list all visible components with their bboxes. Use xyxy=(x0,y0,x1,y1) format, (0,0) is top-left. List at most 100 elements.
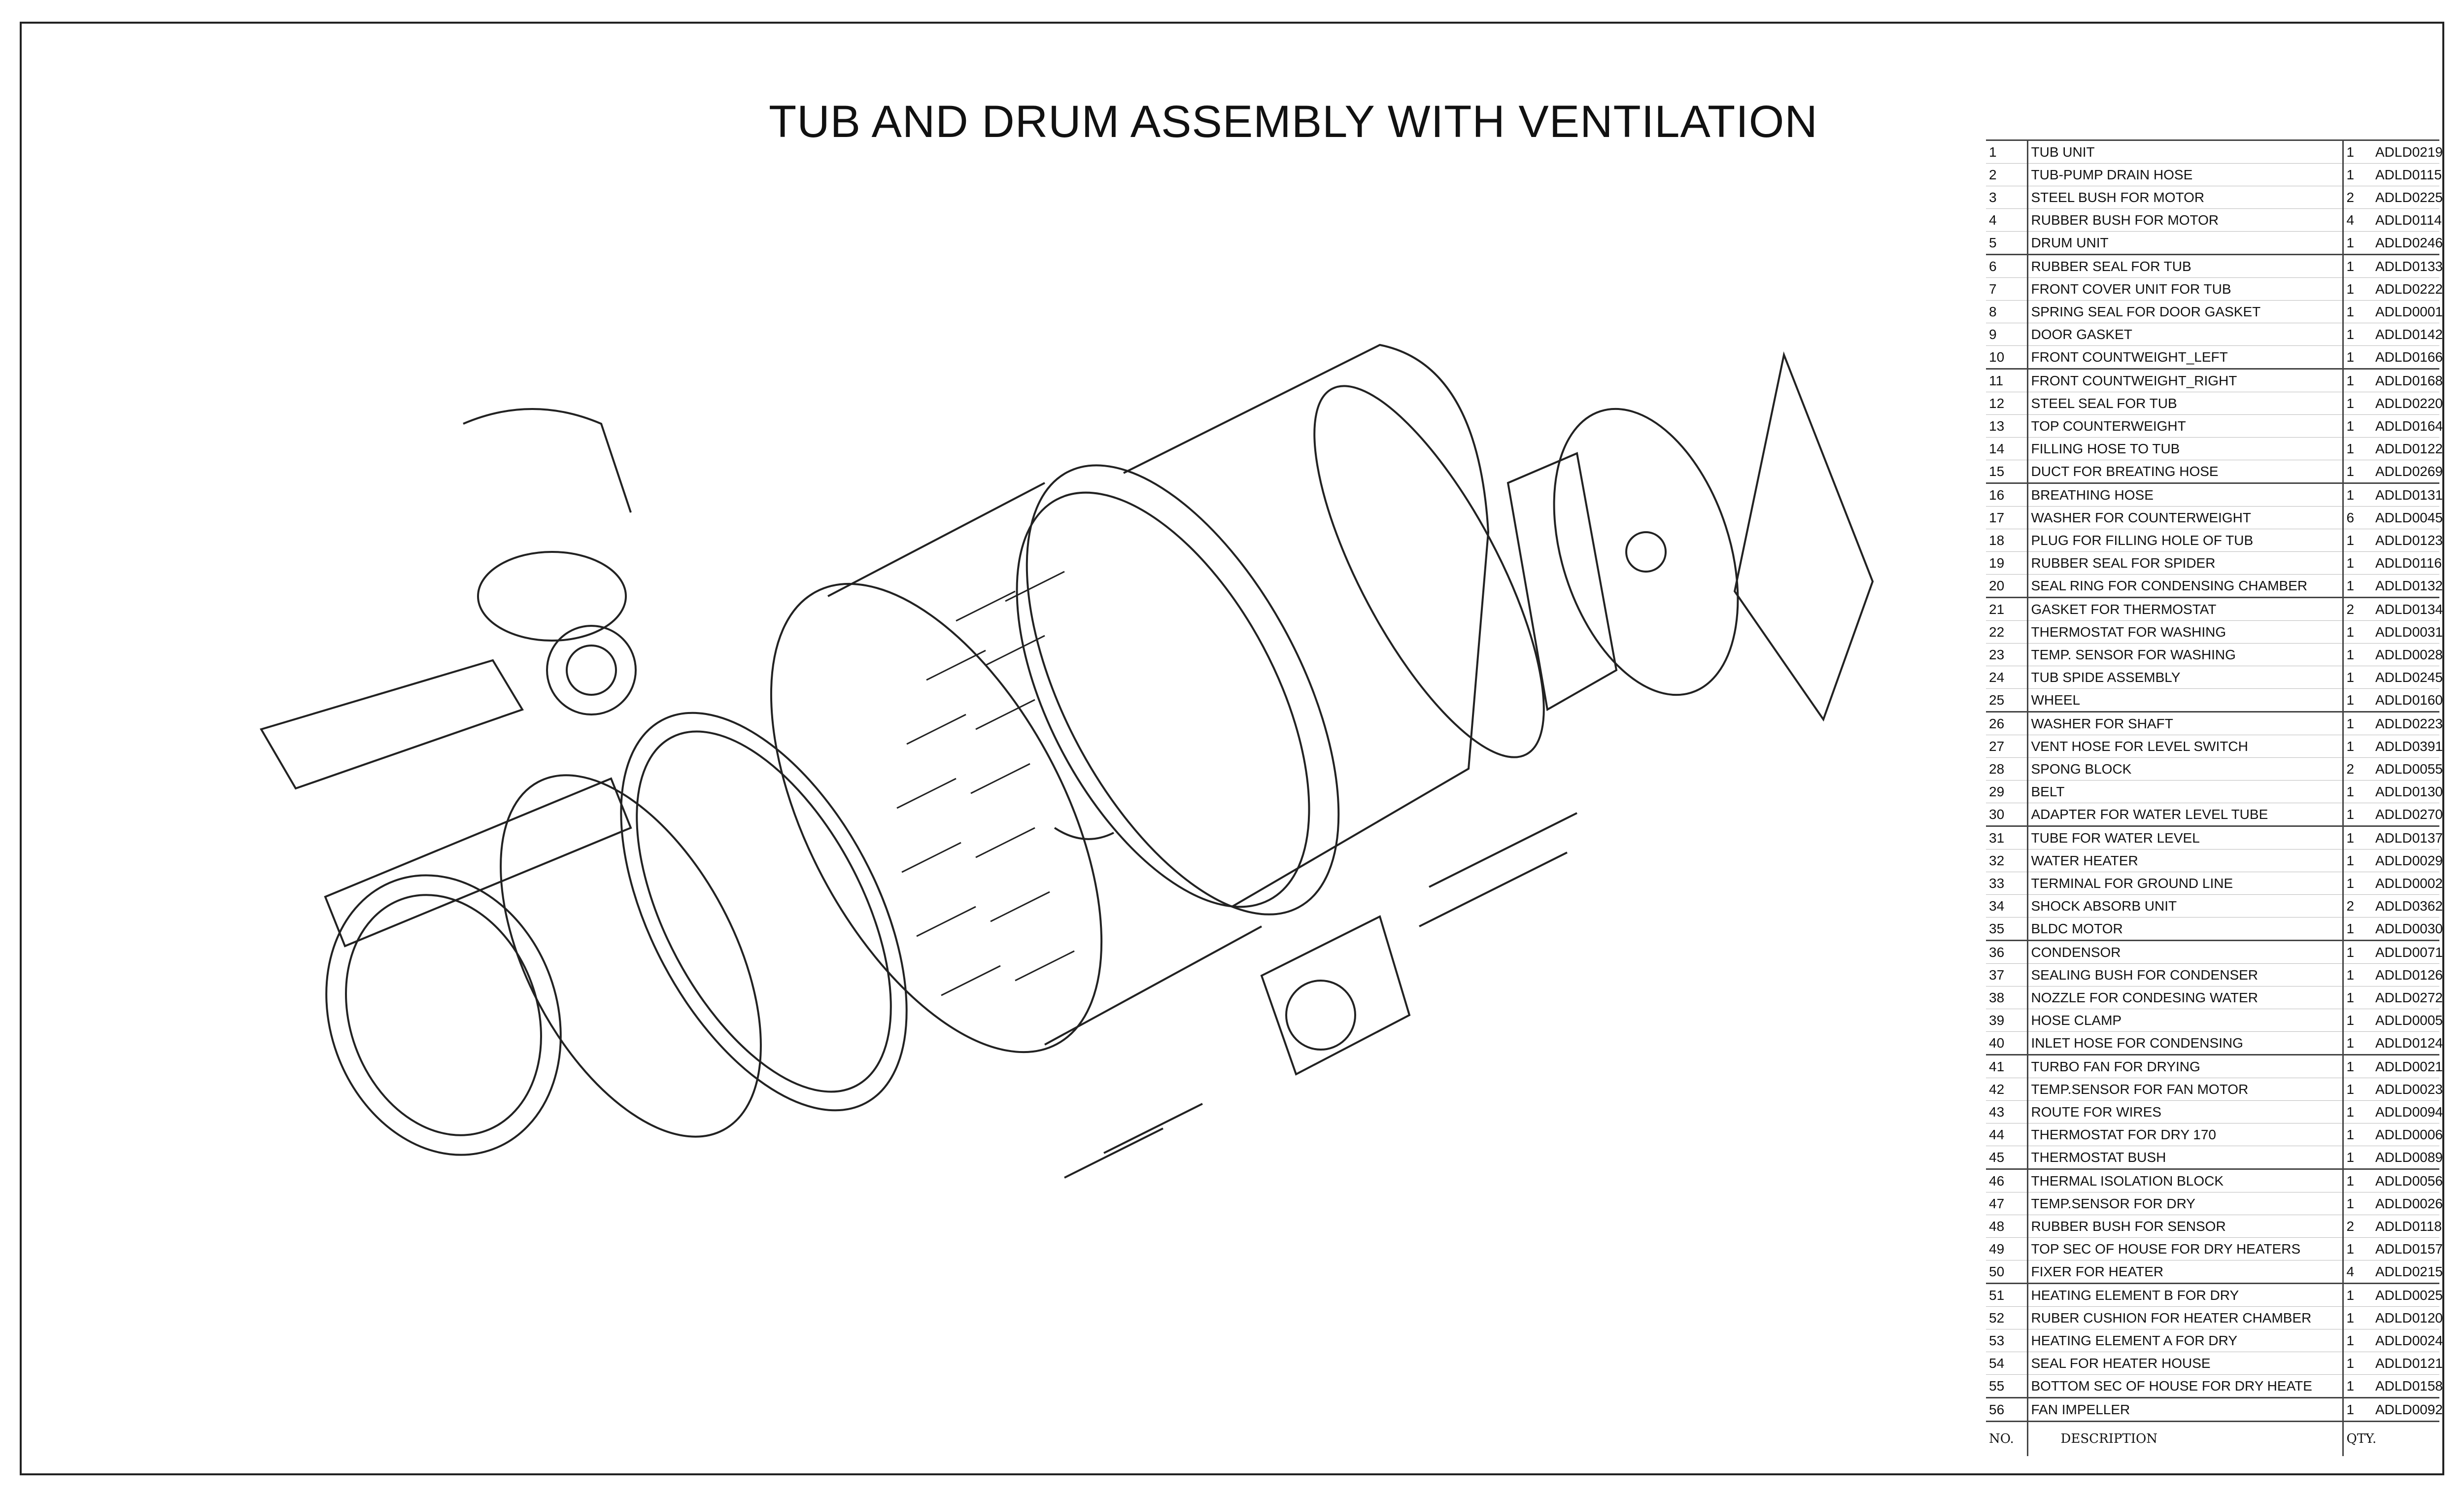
part-description: TUBE FOR WATER LEVEL xyxy=(2026,825,2343,850)
part-quantity: 1 xyxy=(2342,1397,2372,1422)
part-code: ADLD0120 xyxy=(2372,1306,2443,1329)
part-quantity: 1 xyxy=(2342,460,2372,483)
part-code: ADLD0024 xyxy=(2372,1329,2443,1352)
part-number: 27 xyxy=(1986,735,2027,758)
drawing-title: TUB AND DRUM ASSEMBLY WITH VENTILATION xyxy=(769,97,1818,147)
part-description: ADAPTER FOR WATER LEVEL TUBE xyxy=(2026,803,2343,826)
part-quantity: 4 xyxy=(2342,208,2372,232)
part-description: THERMOSTAT BUSH xyxy=(2026,1146,2343,1169)
part-description: TERMINAL FOR GROUND LINE xyxy=(2026,872,2343,895)
part-number: 47 xyxy=(1986,1192,2027,1215)
part-number: 4 xyxy=(1986,208,2027,232)
part-quantity: 2 xyxy=(2342,186,2372,209)
part-quantity: 1 xyxy=(2342,437,2372,460)
part-number: 49 xyxy=(1986,1237,2027,1260)
part-code: ADLD0121 xyxy=(2372,1352,2443,1375)
part-number: 16 xyxy=(1986,482,2027,507)
spider-wheel-belt-illustration xyxy=(1506,351,1874,722)
part-description: CONDENSOR xyxy=(2026,940,2343,964)
part-quantity: 1 xyxy=(2342,1237,2372,1260)
part-number: 11 xyxy=(1986,368,2027,392)
part-code: ADLD0092 xyxy=(2372,1397,2443,1422)
part-number: 3 xyxy=(1986,186,2027,209)
part-number: 25 xyxy=(1986,688,2027,712)
part-quantity: 1 xyxy=(2342,1123,2372,1146)
part-number: 43 xyxy=(1986,1100,2027,1123)
part-description: STEEL BUSH FOR MOTOR xyxy=(2026,186,2343,209)
part-quantity: 1 xyxy=(2342,231,2372,255)
part-code: ADLD0222 xyxy=(2372,277,2443,301)
part-code: ADLD0123 xyxy=(2372,529,2443,552)
part-number: 9 xyxy=(1986,323,2027,346)
part-number: 2 xyxy=(1986,163,2027,186)
part-code: ADLD0158 xyxy=(2372,1374,2443,1398)
part-code: ADLD0131 xyxy=(2372,482,2443,507)
part-description: FRONT COUNTWEIGHT_LEFT xyxy=(2026,345,2343,369)
part-code: ADLD0164 xyxy=(2372,414,2443,438)
part-code: ADLD0137 xyxy=(2372,825,2443,850)
part-code: ADLD0122 xyxy=(2372,437,2443,460)
part-code: ADLD0118 xyxy=(2372,1215,2442,1238)
part-description: SHOCK ABSORB UNIT xyxy=(2026,894,2343,918)
part-description: BREATHING HOSE xyxy=(2026,482,2343,507)
part-number: 8 xyxy=(1986,300,2027,323)
part-code: ADLD0219 xyxy=(2372,139,2443,164)
part-description: WHEEL xyxy=(2026,688,2343,712)
part-code: ADLD0002 xyxy=(2372,872,2443,895)
part-quantity: 1 xyxy=(2342,643,2372,666)
part-number: 23 xyxy=(1986,643,2027,666)
part-quantity: 1 xyxy=(2342,688,2372,712)
part-number: 38 xyxy=(1986,986,2027,1009)
part-number: 5 xyxy=(1986,231,2027,255)
part-quantity: 1 xyxy=(2342,345,2372,369)
part-quantity: 1 xyxy=(2342,1146,2372,1169)
part-code: ADLD0005 xyxy=(2372,1009,2443,1032)
part-quantity: 4 xyxy=(2342,1260,2372,1284)
part-description: THERMOSTAT FOR WASHING xyxy=(2026,620,2343,644)
part-code: ADLD0220 xyxy=(2372,392,2443,415)
part-number: 24 xyxy=(1986,666,2027,689)
part-code: ADLD0157 xyxy=(2372,1237,2443,1260)
sheet-border xyxy=(20,22,2444,1475)
part-quantity: 1 xyxy=(2342,711,2372,735)
part-quantity: 2 xyxy=(2342,757,2372,781)
part-number: 13 xyxy=(1986,414,2027,438)
part-code: ADLD0029 xyxy=(2372,849,2443,872)
part-description: TEMP.SENSOR FOR FAN MOTOR xyxy=(2026,1078,2343,1101)
part-number: 53 xyxy=(1986,1329,2027,1352)
part-quantity: 1 xyxy=(2342,139,2372,164)
part-quantity: 1 xyxy=(2342,1009,2372,1032)
part-description: TOP SEC OF HOUSE FOR DRY HEATERS xyxy=(2026,1237,2343,1260)
part-number: 37 xyxy=(1986,963,2027,987)
part-number: 54 xyxy=(1986,1352,2027,1375)
part-quantity: 1 xyxy=(2342,986,2372,1009)
part-number: 32 xyxy=(1986,849,2027,872)
part-number: 45 xyxy=(1986,1146,2027,1169)
part-description: TUB-PUMP DRAIN HOSE xyxy=(2026,163,2343,186)
part-number: 29 xyxy=(1986,780,2027,803)
part-description: SEAL RING FOR CONDENSING CHAMBER xyxy=(2026,574,2343,598)
part-code: ADLD0116 xyxy=(2372,551,2442,575)
part-quantity: 1 xyxy=(2342,825,2372,850)
part-quantity: 1 xyxy=(2342,1283,2372,1307)
part-quantity: 1 xyxy=(2342,803,2372,826)
